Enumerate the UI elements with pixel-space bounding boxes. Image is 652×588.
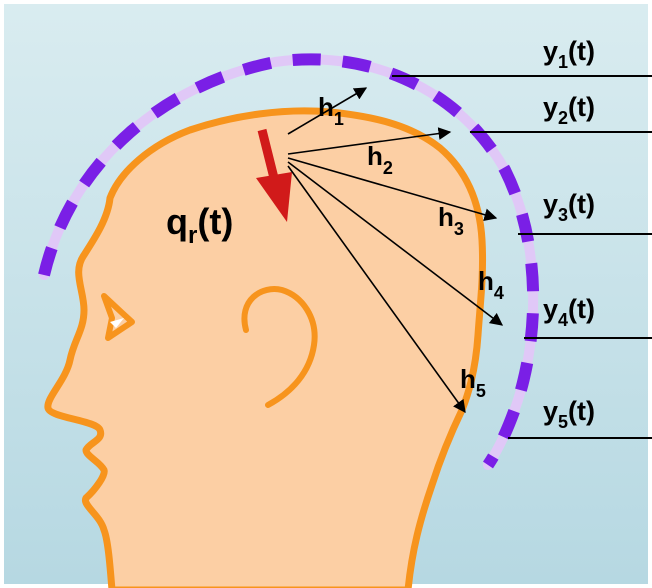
path-arrow-h2 — [287, 127, 452, 155]
eye — [101, 293, 135, 341]
sensor-label-y4: y4(t) — [543, 294, 595, 330]
path-label-h3: h3 — [438, 202, 464, 239]
sensor-label-y3: y3(t) — [543, 189, 595, 225]
ear — [241, 286, 318, 408]
eye-highlight — [110, 318, 124, 328]
path-arrow-h3 — [287, 157, 498, 221]
path-arrow-h1 — [287, 87, 368, 135]
sensor-label-y1: y1(t) — [543, 36, 595, 72]
sensor-label-y5: y5(t) — [543, 396, 595, 432]
path-label-h1: h1 — [318, 92, 344, 129]
source-arrow — [256, 128, 292, 222]
path-label-h5: h5 — [460, 364, 486, 401]
helmet-band — [39, 54, 539, 470]
sensor-label-y2: y2(t) — [543, 92, 595, 128]
path-label-h4: h4 — [478, 266, 504, 303]
path-arrow-h4 — [287, 161, 504, 326]
head-silhouette — [44, 107, 487, 588]
source-label: qr(t) — [166, 201, 233, 249]
path-label-h2: h2 — [367, 141, 393, 178]
path-arrow-h5 — [287, 165, 466, 414]
